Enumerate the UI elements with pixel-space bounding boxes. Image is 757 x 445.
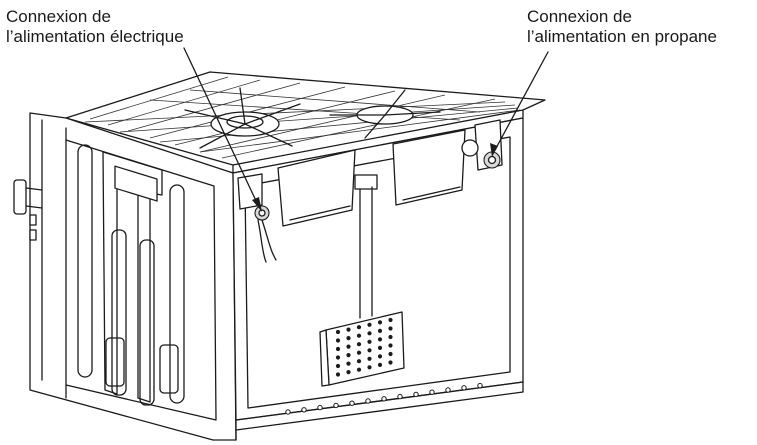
bottom-screw-holes xyxy=(285,382,483,415)
rear-vent-right xyxy=(392,129,466,206)
screw-hole xyxy=(365,398,371,404)
terminal-hole xyxy=(388,360,393,365)
terminal-hole xyxy=(346,353,351,358)
terminal-hole xyxy=(377,345,383,350)
terminal-hole xyxy=(335,363,341,369)
screw-hole xyxy=(285,409,291,415)
terminal-hole xyxy=(367,322,372,327)
screw-hole xyxy=(445,387,451,393)
side-ribs xyxy=(77,144,185,406)
screw-hole xyxy=(333,402,339,409)
propane-connection-label: Connexion de l’alimentation en propane xyxy=(527,7,717,47)
terminal-hole xyxy=(377,320,383,325)
screw-hole xyxy=(317,404,323,411)
burner-right xyxy=(329,89,441,139)
screw-hole xyxy=(397,393,403,400)
terminal-hole xyxy=(367,356,372,361)
terminal-hole xyxy=(335,329,341,335)
terminal-hole xyxy=(346,336,351,341)
terminal-block xyxy=(319,311,405,387)
propane-fitting xyxy=(483,151,501,169)
electrical-label-line1: Connexion de xyxy=(6,7,111,26)
terminal-hole xyxy=(356,367,362,372)
screw-hole xyxy=(461,385,467,391)
terminal-hole xyxy=(346,344,351,349)
screw-hole xyxy=(413,391,419,398)
terminal-hole xyxy=(335,372,341,377)
terminal-hole xyxy=(346,370,351,375)
screw-hole xyxy=(349,400,355,406)
terminal-hole xyxy=(346,361,351,366)
terminal-hole xyxy=(356,325,362,330)
terminal-hole xyxy=(388,317,393,323)
propane-label-line1: Connexion de xyxy=(527,7,632,26)
terminal-hole xyxy=(367,348,372,353)
burner-left xyxy=(184,87,301,149)
screw-hole xyxy=(429,389,435,395)
terminal-hole xyxy=(367,339,372,344)
electrical-fitting xyxy=(254,205,277,263)
propane-label-line2: l’alimentation en propane xyxy=(527,27,717,46)
screw-hole xyxy=(301,407,307,413)
terminal-hole xyxy=(356,350,362,355)
terminal-holes xyxy=(335,317,393,377)
terminal-hole xyxy=(367,365,372,370)
screw-hole xyxy=(477,382,483,389)
terminal-hole xyxy=(377,337,383,342)
electrical-label-line2: l’alimentation électrique xyxy=(6,27,184,46)
terminal-hole xyxy=(356,333,362,338)
terminal-hole xyxy=(388,326,393,331)
terminal-hole xyxy=(335,346,341,352)
terminal-hole xyxy=(335,338,341,343)
terminal-hole xyxy=(377,362,383,367)
terminal-hole xyxy=(346,327,351,332)
oven-handle xyxy=(13,179,43,241)
terminal-hole xyxy=(377,328,383,333)
terminal-hole xyxy=(356,342,362,347)
left-side-panel xyxy=(29,112,237,441)
terminal-hole xyxy=(388,351,393,357)
electrical-leader xyxy=(183,47,262,212)
terminal-hole xyxy=(367,331,372,336)
rear-vent-left xyxy=(277,149,356,227)
electrical-connection-label: Connexion de l’alimentation électrique xyxy=(6,7,184,47)
terminal-hole xyxy=(388,334,393,340)
terminal-hole xyxy=(356,359,362,364)
propane-leader xyxy=(490,51,549,157)
center-conduit xyxy=(354,174,378,319)
terminal-hole xyxy=(377,354,383,359)
terminal-hole xyxy=(335,355,341,360)
terminal-hole xyxy=(388,343,393,348)
screw-hole xyxy=(381,396,387,402)
